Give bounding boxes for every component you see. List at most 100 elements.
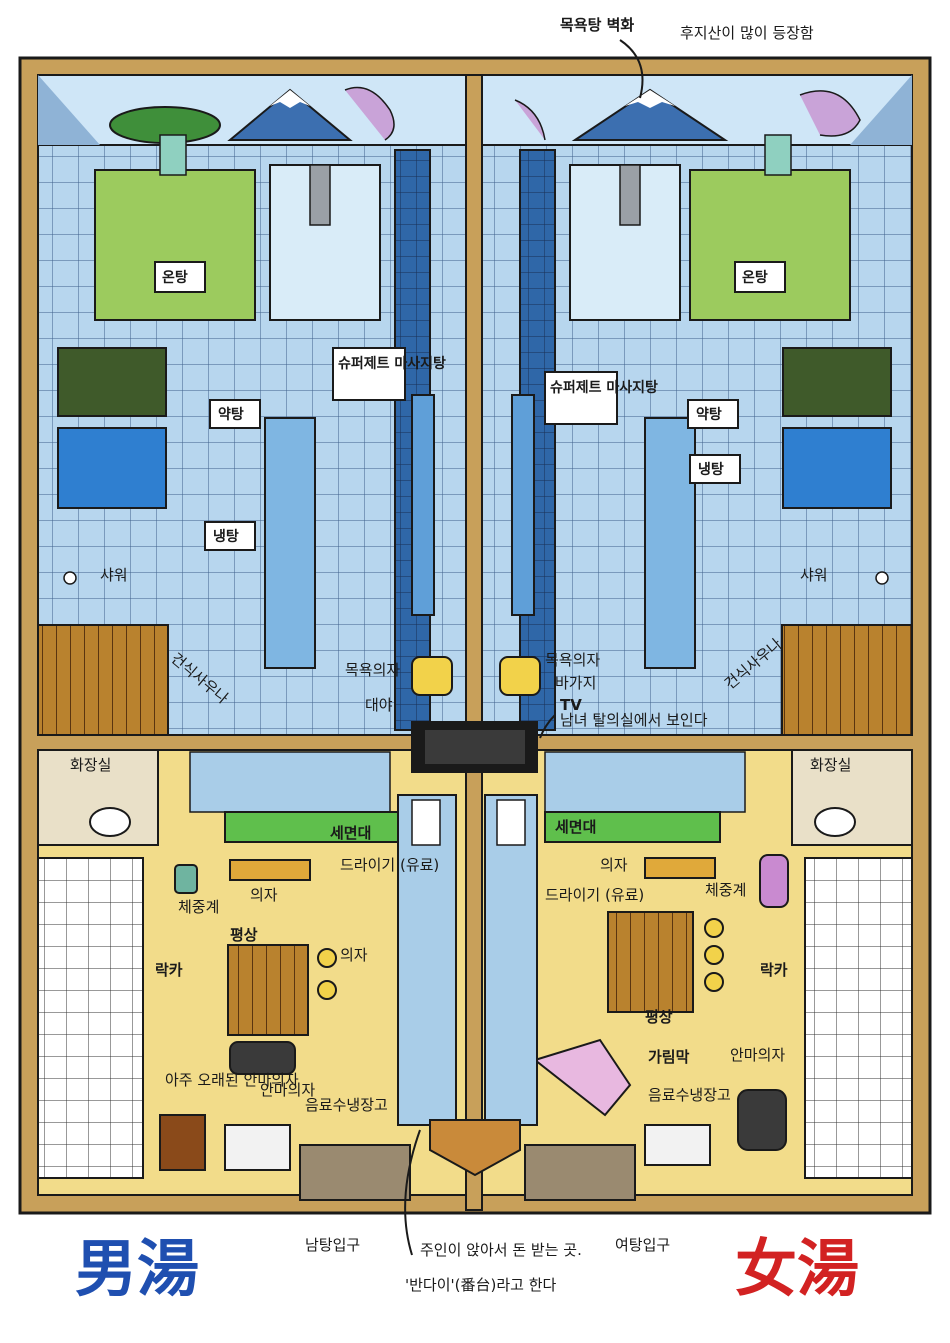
drink-fridge-icon — [644, 1124, 711, 1166]
women-lockers — [804, 857, 913, 1179]
round-chair-icon — [317, 948, 337, 968]
men-locker-label: 락카 — [155, 961, 183, 979]
svg-text:슈퍼제트 마사지탕: 슈퍼제트 마사지탕 — [550, 379, 658, 396]
men-platform-label: 평상 — [230, 926, 258, 944]
women-washbasin-counter — [544, 811, 721, 843]
massage-chair-icon — [737, 1089, 787, 1151]
women-jet-bath-tag: 슈퍼제트 마사지탕 — [544, 371, 658, 425]
women-platform — [607, 911, 694, 1013]
men-window — [189, 751, 391, 813]
men-entrance-label: 남탕입구 — [305, 1236, 360, 1254]
women-washbasin-label: 세면대 — [555, 818, 596, 836]
svg-text:온탕: 온탕 — [742, 269, 768, 286]
men-stool-icon — [411, 656, 453, 696]
men-washing-island — [264, 417, 316, 669]
men-washbasin-label: 세면대 — [330, 824, 371, 842]
men-herb-bath-tag: 약탕 — [209, 399, 261, 429]
men-old-massage-chair-label: 아주 오래된 안마의자 — [165, 1071, 299, 1089]
men-bench-icon — [229, 859, 311, 881]
svg-text:냉탕: 냉탕 — [213, 528, 239, 545]
fuji-mountain-icon — [227, 88, 353, 141]
women-sauna — [781, 624, 913, 736]
toilet-icon — [814, 807, 856, 837]
women-chair-label: 의자 — [600, 856, 628, 874]
fuji-mountain-icon — [571, 88, 729, 141]
women-herb-bath — [782, 347, 892, 417]
scale-icon — [759, 854, 789, 908]
center-divider-wall — [465, 74, 483, 1211]
women-cold-bath — [782, 427, 892, 509]
svg-text:온탕: 온탕 — [162, 269, 188, 286]
women-cold-bath-tag: 냉탕 — [689, 454, 741, 484]
men-basin-label: 대야 — [365, 696, 393, 714]
round-chair-icon — [704, 918, 724, 938]
men-chair-label: 의자 — [250, 886, 278, 904]
women-hot-bath — [689, 169, 851, 321]
men-kanji-title: 男湯 — [75, 1232, 199, 1305]
women-fridge-label: 음료수냉장고 — [648, 1086, 731, 1104]
men-bath-room — [37, 74, 467, 736]
men-chair2-label: 의자 — [340, 946, 368, 964]
men-herb-bath — [57, 347, 167, 417]
women-locker-label: 락카 — [760, 961, 788, 979]
women-stool-icon — [499, 656, 541, 696]
men-fridge-label: 음료수냉장고 — [305, 1096, 388, 1114]
bandai-caption-line2: '반다이'(番台)라고 한다 — [405, 1276, 557, 1294]
women-hot-bath-tag: 온탕 — [734, 261, 786, 293]
bandai-booth — [429, 1119, 521, 1177]
men-washbasin-counter — [224, 811, 401, 843]
bandai-caption-line1: 주인이 앉아서 돈 받는 곳. — [420, 1241, 582, 1259]
tv-label: TV — [560, 696, 582, 714]
women-window — [544, 751, 746, 813]
men-sauna — [37, 624, 169, 736]
men-changing-room — [37, 749, 467, 1201]
women-platform-label: 평상 — [645, 1008, 673, 1026]
women-changing-room — [481, 749, 913, 1201]
women-shower-label: 샤워 — [800, 566, 828, 584]
men-hot-bath-tag: 온탕 — [154, 261, 206, 293]
mural-pointer — [619, 39, 644, 99]
women-toilet-label: 화장실 — [810, 756, 851, 774]
shower-head-icon — [875, 571, 889, 585]
women-curtain-label: 가림막 — [648, 1048, 690, 1066]
women-kanji-title: 女湯 — [735, 1232, 859, 1305]
men-lockers — [37, 857, 144, 1179]
scale-icon — [174, 864, 198, 894]
women-basin-label: 바가지 — [555, 674, 596, 692]
women-scale-label: 체중계 — [705, 881, 746, 899]
shower-head-icon — [63, 571, 77, 585]
men-entrance-mat — [299, 1144, 411, 1201]
toilet-icon — [89, 807, 131, 837]
men-toilet-label: 화장실 — [70, 756, 111, 774]
women-bench-icon — [644, 857, 716, 879]
women-washing-island — [644, 417, 696, 669]
bandai-pointer — [404, 1129, 421, 1256]
old-massage-chair-icon — [159, 1114, 206, 1171]
svg-text:약탕: 약탕 — [218, 406, 244, 423]
men-cold-bath-tag: 냉탕 — [204, 521, 256, 551]
women-dryer-label: 드라이기 (유료) — [545, 886, 644, 904]
tv-note-label: 남녀 탈의실에서 보인다 — [560, 711, 708, 729]
round-chair-icon — [704, 945, 724, 965]
round-chair-icon — [317, 980, 337, 1000]
men-shower-label: 샤워 — [100, 566, 128, 584]
svg-text:냉탕: 냉탕 — [698, 461, 724, 478]
women-mirror-column — [484, 794, 538, 1126]
men-scale-label: 체중계 — [178, 898, 219, 916]
women-entrance-label: 여탕입구 — [615, 1236, 670, 1254]
men-jet-bath-tag: 슈퍼제트 마사지탕 — [332, 347, 446, 401]
men-dryer-label: 드라이기 (유료) — [340, 856, 439, 874]
drink-fridge-icon — [224, 1124, 291, 1171]
men-cold-bath — [57, 427, 167, 509]
massage-chair-icon — [229, 1041, 296, 1075]
mural-title: 목욕탕 벽화 — [560, 16, 634, 34]
men-hot-bath — [94, 169, 256, 321]
svg-text:약탕: 약탕 — [696, 406, 722, 423]
women-herb-bath-tag: 약탕 — [687, 399, 739, 429]
men-stool-label: 목욕의자 — [345, 661, 400, 679]
women-stool-label: 목욕의자 — [545, 651, 600, 669]
water-spout-icon — [764, 134, 792, 176]
mural-subtitle: 후지산이 많이 등장함 — [680, 24, 814, 42]
men-platform — [227, 944, 309, 1036]
